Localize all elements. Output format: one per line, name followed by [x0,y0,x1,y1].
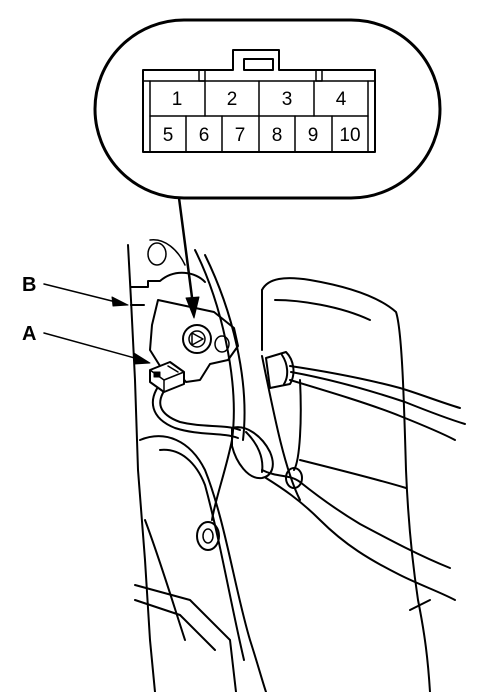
connector-detail-view: 1 2 3 4 5 6 7 8 9 10 [93,18,442,200]
key-notch-left [198,69,206,82]
connector-outline [142,49,376,153]
pin-number: 10 [339,125,360,146]
callout-a-label: A [22,323,36,345]
mounting-bracket [149,299,239,383]
pin-number: 8 [272,125,283,146]
pin-number: 4 [336,89,347,110]
pin-number: 1 [172,89,183,110]
door-panel [127,239,267,692]
pin-number: 2 [227,89,238,110]
lower-hole [196,521,220,551]
callout-a: A [22,323,151,365]
wire-harness [152,351,466,601]
callout-b-label: B [22,274,36,296]
body-frame [261,277,431,692]
connector-socket [182,324,212,354]
key-notch-right [315,69,323,82]
connector-a-plug [149,361,185,393]
upper-hole [147,242,167,266]
pin-number: 9 [308,125,319,146]
callout-b: B [22,274,129,307]
pin-number: 3 [282,89,293,110]
connector-lock-tab [243,58,274,71]
pin-number: 7 [235,125,246,146]
pin-number: 6 [199,125,210,146]
detail-capsule [93,18,442,200]
pin-number: 5 [163,125,174,146]
